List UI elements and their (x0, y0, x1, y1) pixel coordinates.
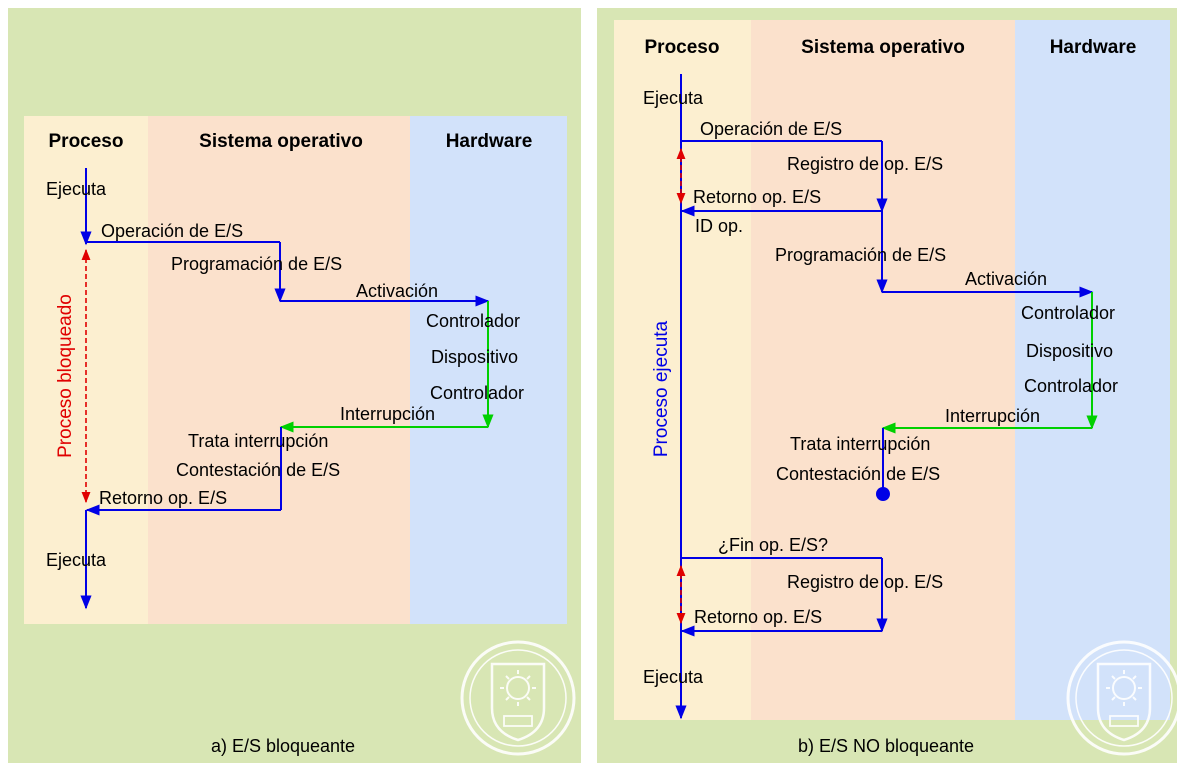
label-ejecuta-2: Ejecuta (46, 550, 107, 570)
label-retorno-op: Retorno op. E/S (99, 488, 227, 508)
label-controlador-2: Controlador (1024, 376, 1118, 396)
header-sistema-operativo: Sistema operativo (801, 37, 965, 58)
lane-so-a (148, 116, 410, 624)
label-operacion-es: Operación de E/S (101, 221, 243, 241)
label-registro-op-2: Registro de op. E/S (787, 572, 943, 592)
label-proceso-bloqueado: Proceso bloqueado (55, 294, 76, 458)
label-interrupcion: Interrupción (340, 404, 435, 424)
label-dispositivo: Dispositivo (1026, 341, 1113, 361)
header-proceso: Proceso (49, 131, 124, 152)
label-contestacion-es: Contestación de E/S (776, 464, 940, 484)
label-interrupcion: Interrupción (945, 406, 1040, 426)
label-ejecuta-1: Ejecuta (643, 88, 704, 108)
panel-b: Proceso Sistema operativo Hardware Ejecu… (597, 8, 1182, 763)
label-operacion-es: Operación de E/S (700, 119, 842, 139)
panel-a: Proceso Sistema operativo Hardware Ejecu… (8, 8, 581, 763)
label-activacion: Activación (356, 281, 438, 301)
label-programacion-es: Programación de E/S (775, 245, 946, 265)
label-id-op: ID op. (695, 216, 743, 236)
label-dispositivo: Dispositivo (431, 347, 518, 367)
header-sistema-operativo: Sistema operativo (199, 131, 363, 152)
end-point (876, 487, 890, 501)
label-contestacion-es: Contestación de E/S (176, 460, 340, 480)
caption-a: a) E/S bloqueante (211, 736, 355, 756)
header-proceso: Proceso (645, 37, 720, 58)
label-trata-interrupcion: Trata interrupción (188, 431, 328, 451)
caption-b: b) E/S NO bloqueante (798, 736, 974, 756)
label-retorno-op-1: Retorno op. E/S (693, 187, 821, 207)
label-trata-interrupcion: Trata interrupción (790, 434, 930, 454)
label-registro-op-1: Registro de op. E/S (787, 154, 943, 174)
header-hardware: Hardware (1050, 37, 1137, 58)
label-proceso-ejecuta: Proceso ejecuta (651, 320, 672, 457)
label-ejecuta-1: Ejecuta (46, 179, 107, 199)
label-controlador-1: Controlador (1021, 303, 1115, 323)
label-retorno-op-2: Retorno op. E/S (694, 607, 822, 627)
label-programacion-es: Programación de E/S (171, 254, 342, 274)
label-controlador-2: Controlador (430, 383, 524, 403)
label-ejecuta-2: Ejecuta (643, 667, 704, 687)
header-hardware: Hardware (446, 131, 533, 152)
label-controlador-1: Controlador (426, 311, 520, 331)
label-activacion: Activación (965, 269, 1047, 289)
label-fin-op: ¿Fin op. E/S? (718, 535, 828, 555)
